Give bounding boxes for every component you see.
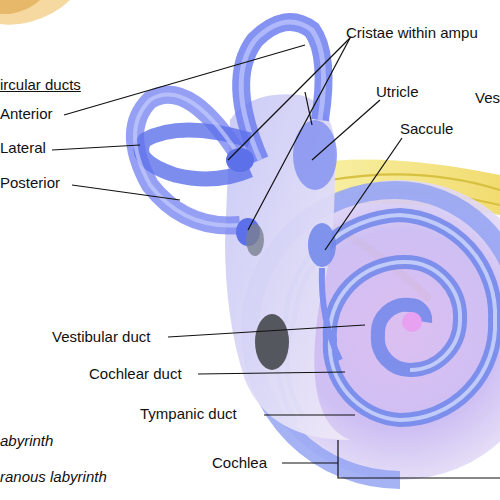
- part-label: Lateral: [0, 139, 46, 157]
- part-label: Anterior: [0, 105, 53, 123]
- bracket: [282, 462, 338, 463]
- part-label: Cochlea: [212, 454, 267, 472]
- ductus-reuniens: [322, 268, 340, 360]
- part-label: Cristae within ampu: [346, 24, 478, 42]
- leader-line: [198, 372, 345, 374]
- leader-line: [325, 138, 402, 250]
- leader-line: [52, 145, 140, 150]
- part-label: Cochlear duct: [89, 365, 182, 383]
- utricle: [293, 120, 337, 190]
- leader-line: [64, 45, 305, 115]
- leader-line: [168, 325, 365, 337]
- bone-tissue: [0, 0, 70, 25]
- round-window: [255, 314, 289, 370]
- ampulla: [226, 148, 254, 172]
- vestibule: [225, 94, 350, 440]
- legend-note: ranous labyrinth: [0, 468, 107, 486]
- leader-line: [305, 92, 312, 125]
- leader-line: [72, 185, 180, 200]
- leader-line: [248, 38, 350, 230]
- canal-highlight: [241, 22, 323, 160]
- part-label: Tympanic duct: [140, 405, 237, 423]
- part-label: Posterior: [0, 174, 60, 192]
- leader-line: [228, 38, 350, 160]
- bracket: [338, 440, 500, 478]
- part-label: Ves: [475, 89, 500, 107]
- bone-tissue: [0, 0, 40, 14]
- leader-line: [312, 100, 380, 160]
- leader-line: [264, 414, 355, 415]
- part-label: Vestibular duct: [52, 328, 150, 346]
- legend-note: abyrinth: [0, 432, 53, 450]
- saccule: [308, 223, 336, 267]
- leader-lines: [52, 38, 500, 478]
- anterior-canal: [241, 22, 323, 160]
- part-label: Saccule: [400, 120, 453, 138]
- part-label: Utricle: [376, 83, 419, 101]
- cochlear-apex: [402, 312, 422, 332]
- group-heading: ircular ducts: [0, 76, 81, 94]
